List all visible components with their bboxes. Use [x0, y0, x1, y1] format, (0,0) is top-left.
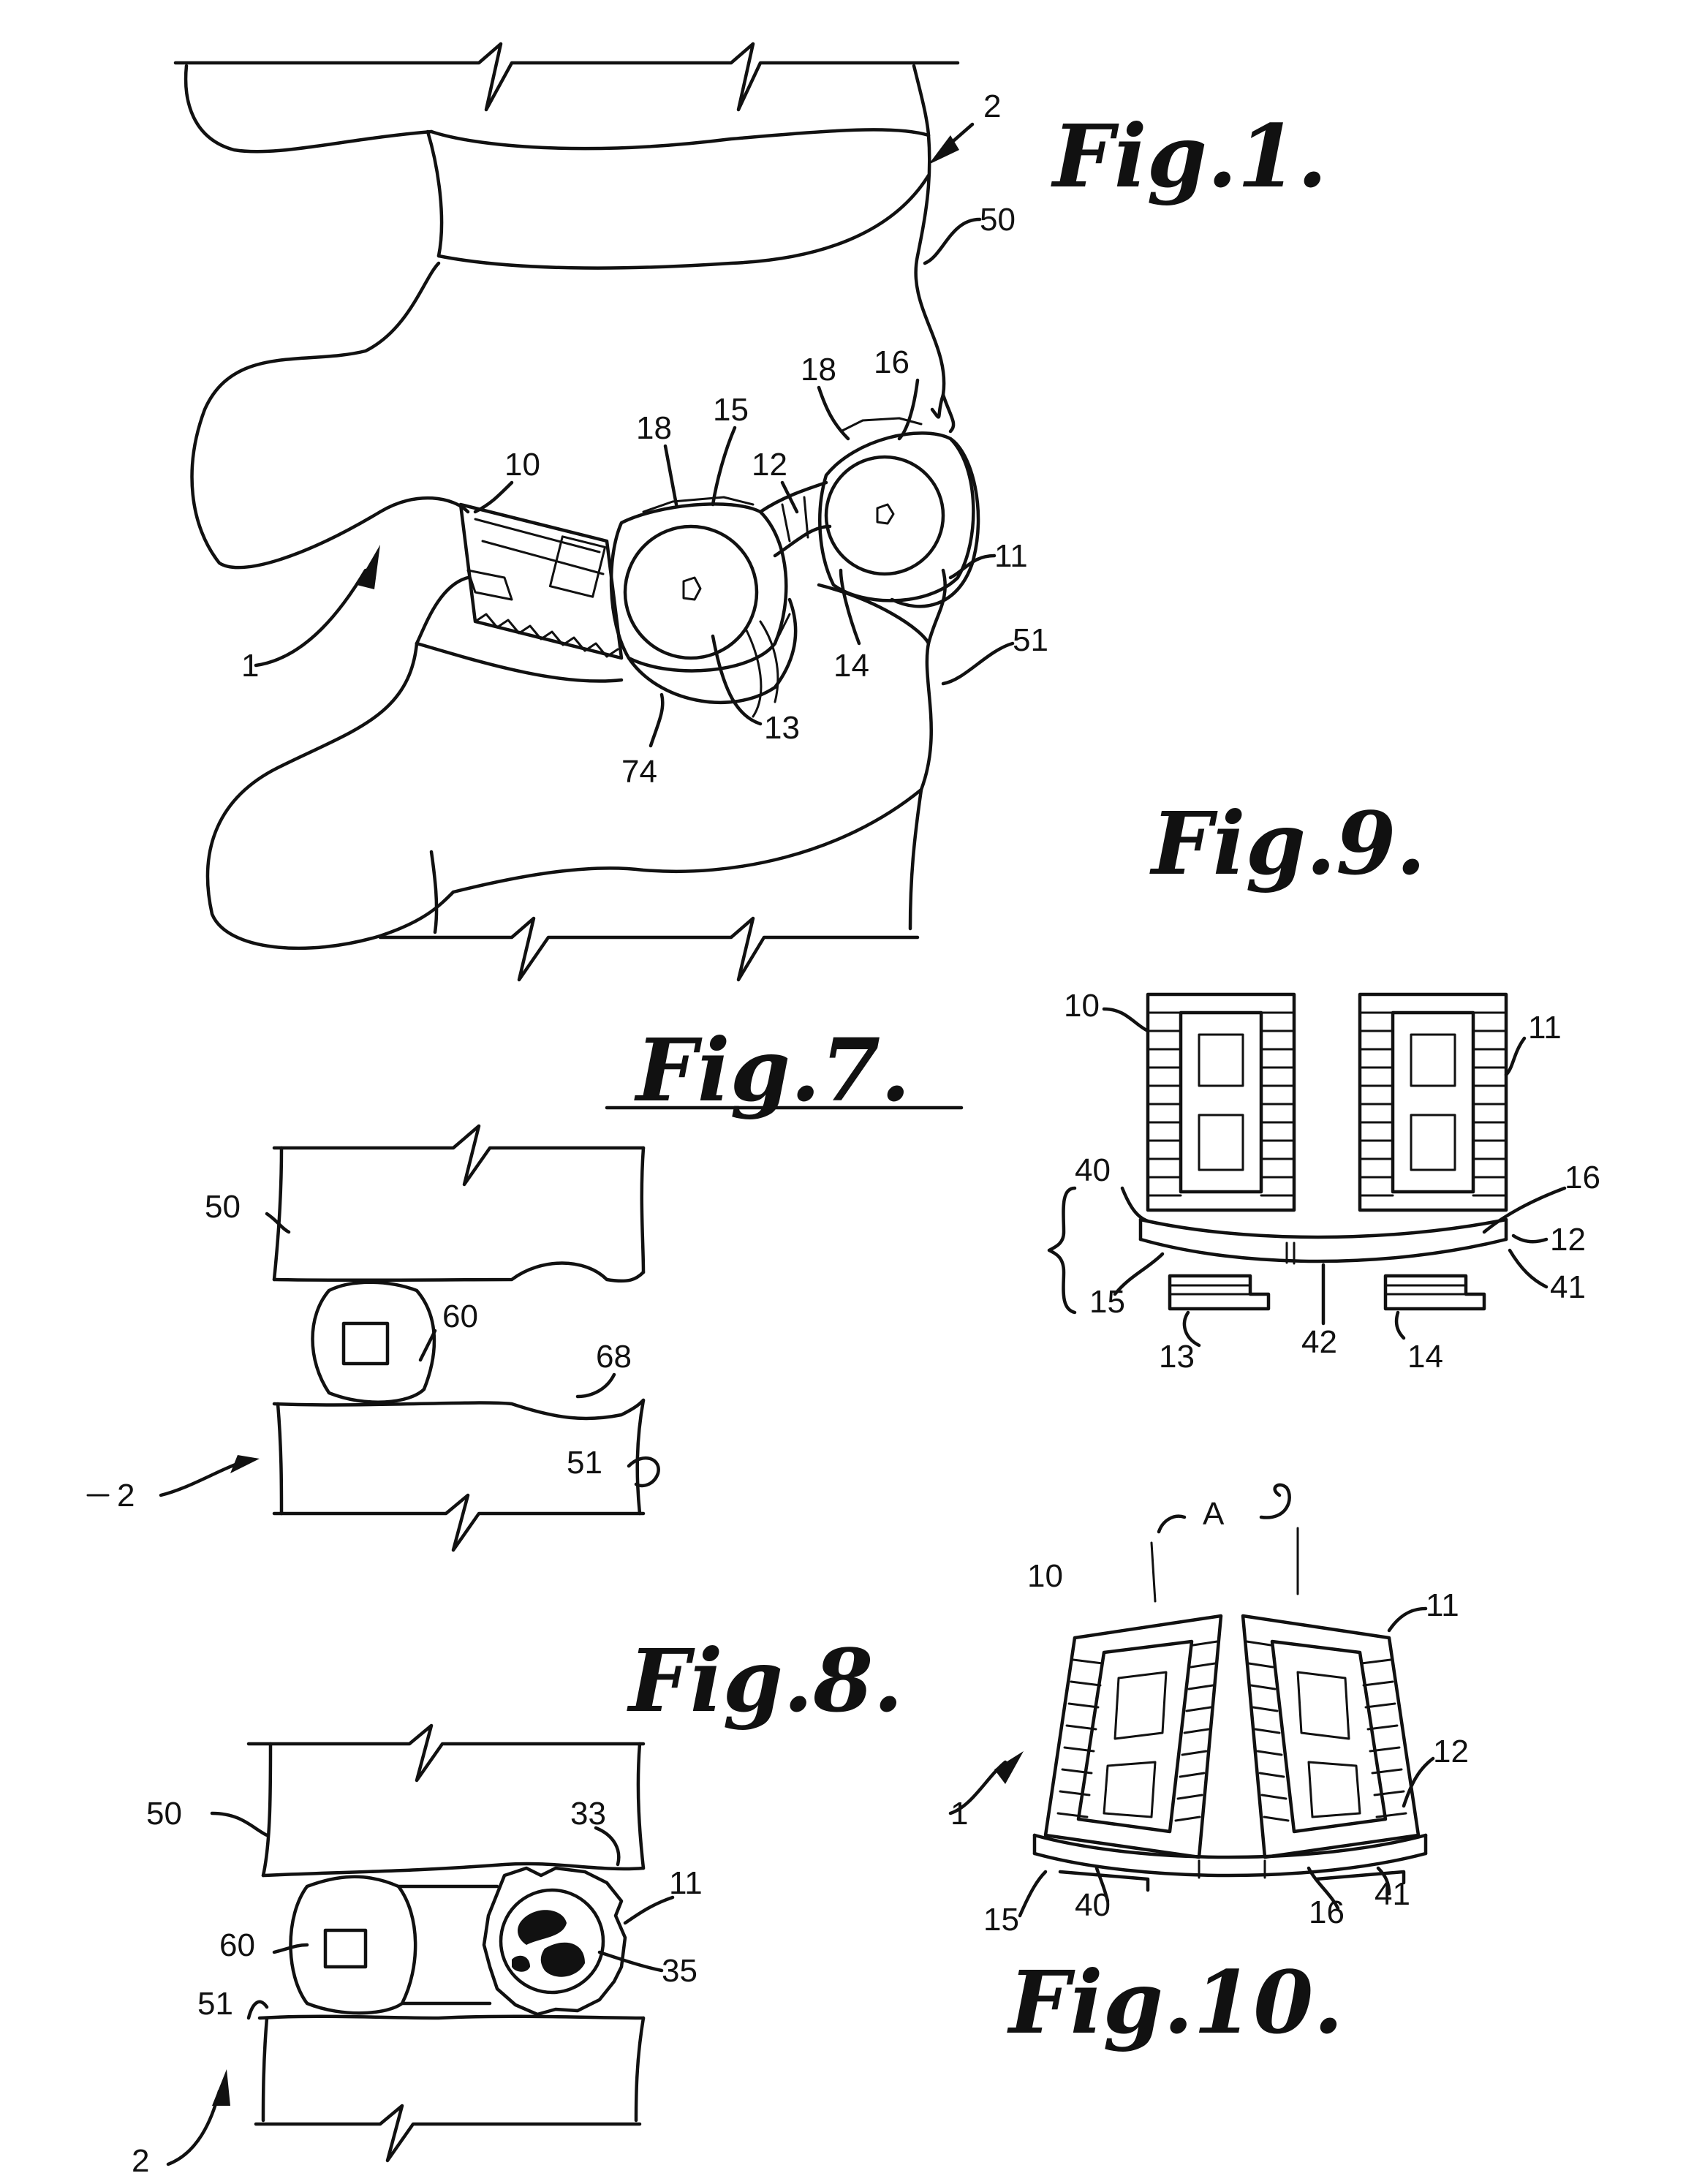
figure-9: Fig.9.	[1049, 793, 1600, 1375]
fig10-ref-40: 40	[1075, 1887, 1111, 1923]
fig8-ref-60: 60	[219, 1927, 255, 1963]
fig9-ref-13: 13	[1159, 1339, 1195, 1375]
fig10-ref-10: 10	[1027, 1558, 1063, 1594]
fig9-ref-41: 41	[1550, 1269, 1586, 1305]
fig1-ref-13: 13	[764, 710, 800, 746]
fig9-ref-14: 14	[1407, 1339, 1443, 1375]
fig7-ref-68: 68	[596, 1339, 632, 1375]
fig9-title: Fig.9.	[1149, 793, 1426, 894]
fig9-ref-10: 10	[1064, 988, 1100, 1024]
fig1-ref-18a: 18	[636, 410, 672, 446]
fig8-ref-2: 2	[132, 2143, 149, 2179]
fig1-ref-11: 11	[994, 538, 1028, 574]
fig7-title: Fig.7.	[634, 1019, 910, 1121]
fig1-ref-15: 15	[713, 392, 749, 428]
fig8-ref-11: 11	[669, 1865, 703, 1901]
fig8-leaders	[168, 1813, 673, 2164]
fig1-ref-10: 10	[504, 447, 540, 483]
fig1-ref-1: 1	[241, 648, 259, 684]
fig1-spine-drawing	[175, 44, 978, 980]
fig8-ref-50: 50	[146, 1796, 182, 1832]
fig8-ref-35: 35	[662, 1953, 697, 1989]
fig10-ref-A: A	[1203, 1496, 1225, 1532]
fig9-ref-16: 16	[1565, 1160, 1600, 1195]
fig9-drawing	[1141, 994, 1506, 1309]
fig7-ref-50: 50	[205, 1189, 241, 1225]
fig1-ref-51: 51	[1013, 622, 1048, 658]
fig7-drawing	[274, 1126, 643, 1550]
fig10-title: Fig.10.	[1007, 1951, 1343, 2053]
fig1-ref-2: 2	[983, 88, 1001, 124]
fig10-ref-16: 16	[1309, 1894, 1345, 1930]
fig1-ref-74: 74	[621, 754, 657, 790]
fig1-title: Fig.1.	[1051, 105, 1327, 207]
fig9-ref-40: 40	[1075, 1152, 1111, 1188]
fig10-ref-12: 12	[1433, 1734, 1469, 1769]
fig7-ref-60: 60	[442, 1299, 478, 1334]
fig8-title: Fig.8.	[627, 1630, 903, 1731]
fig9-ref-15: 15	[1089, 1284, 1125, 1320]
figure-8: Fig.8.	[132, 1630, 903, 2179]
fig1-ref-16: 16	[874, 344, 910, 380]
fig9-ref-11: 11	[1528, 1010, 1562, 1046]
fig8-drawing	[249, 1726, 643, 2161]
fig9-ref-42: 42	[1301, 1324, 1337, 1360]
fig7-ref-51: 51	[567, 1445, 602, 1481]
figure-10: A 10 11 1 12 15 40 16 41 Fig.10.	[950, 1485, 1469, 2053]
fig10-leaders	[950, 1485, 1433, 1916]
fig10-ref-15: 15	[983, 1902, 1019, 1938]
fig10-ref-41: 41	[1375, 1876, 1410, 1912]
fig7-ref-2: 2	[117, 1478, 135, 1514]
fig1-ref-50: 50	[980, 202, 1016, 238]
fig1-ref-12: 12	[752, 447, 787, 483]
fig10-ref-1: 1	[950, 1796, 968, 1832]
fig10-drawing	[1035, 1528, 1426, 1890]
fig1-ref-14: 14	[833, 648, 869, 684]
fig8-ref-33: 33	[570, 1796, 606, 1832]
fig9-ref-12: 12	[1550, 1222, 1586, 1258]
fig10-ref-11: 11	[1426, 1587, 1459, 1623]
figure-7: Fig.7. 50 60 68 51 2	[88, 1019, 961, 1550]
fig8-ref-51: 51	[197, 1986, 233, 2022]
fig1-ref-18b: 18	[801, 352, 836, 388]
